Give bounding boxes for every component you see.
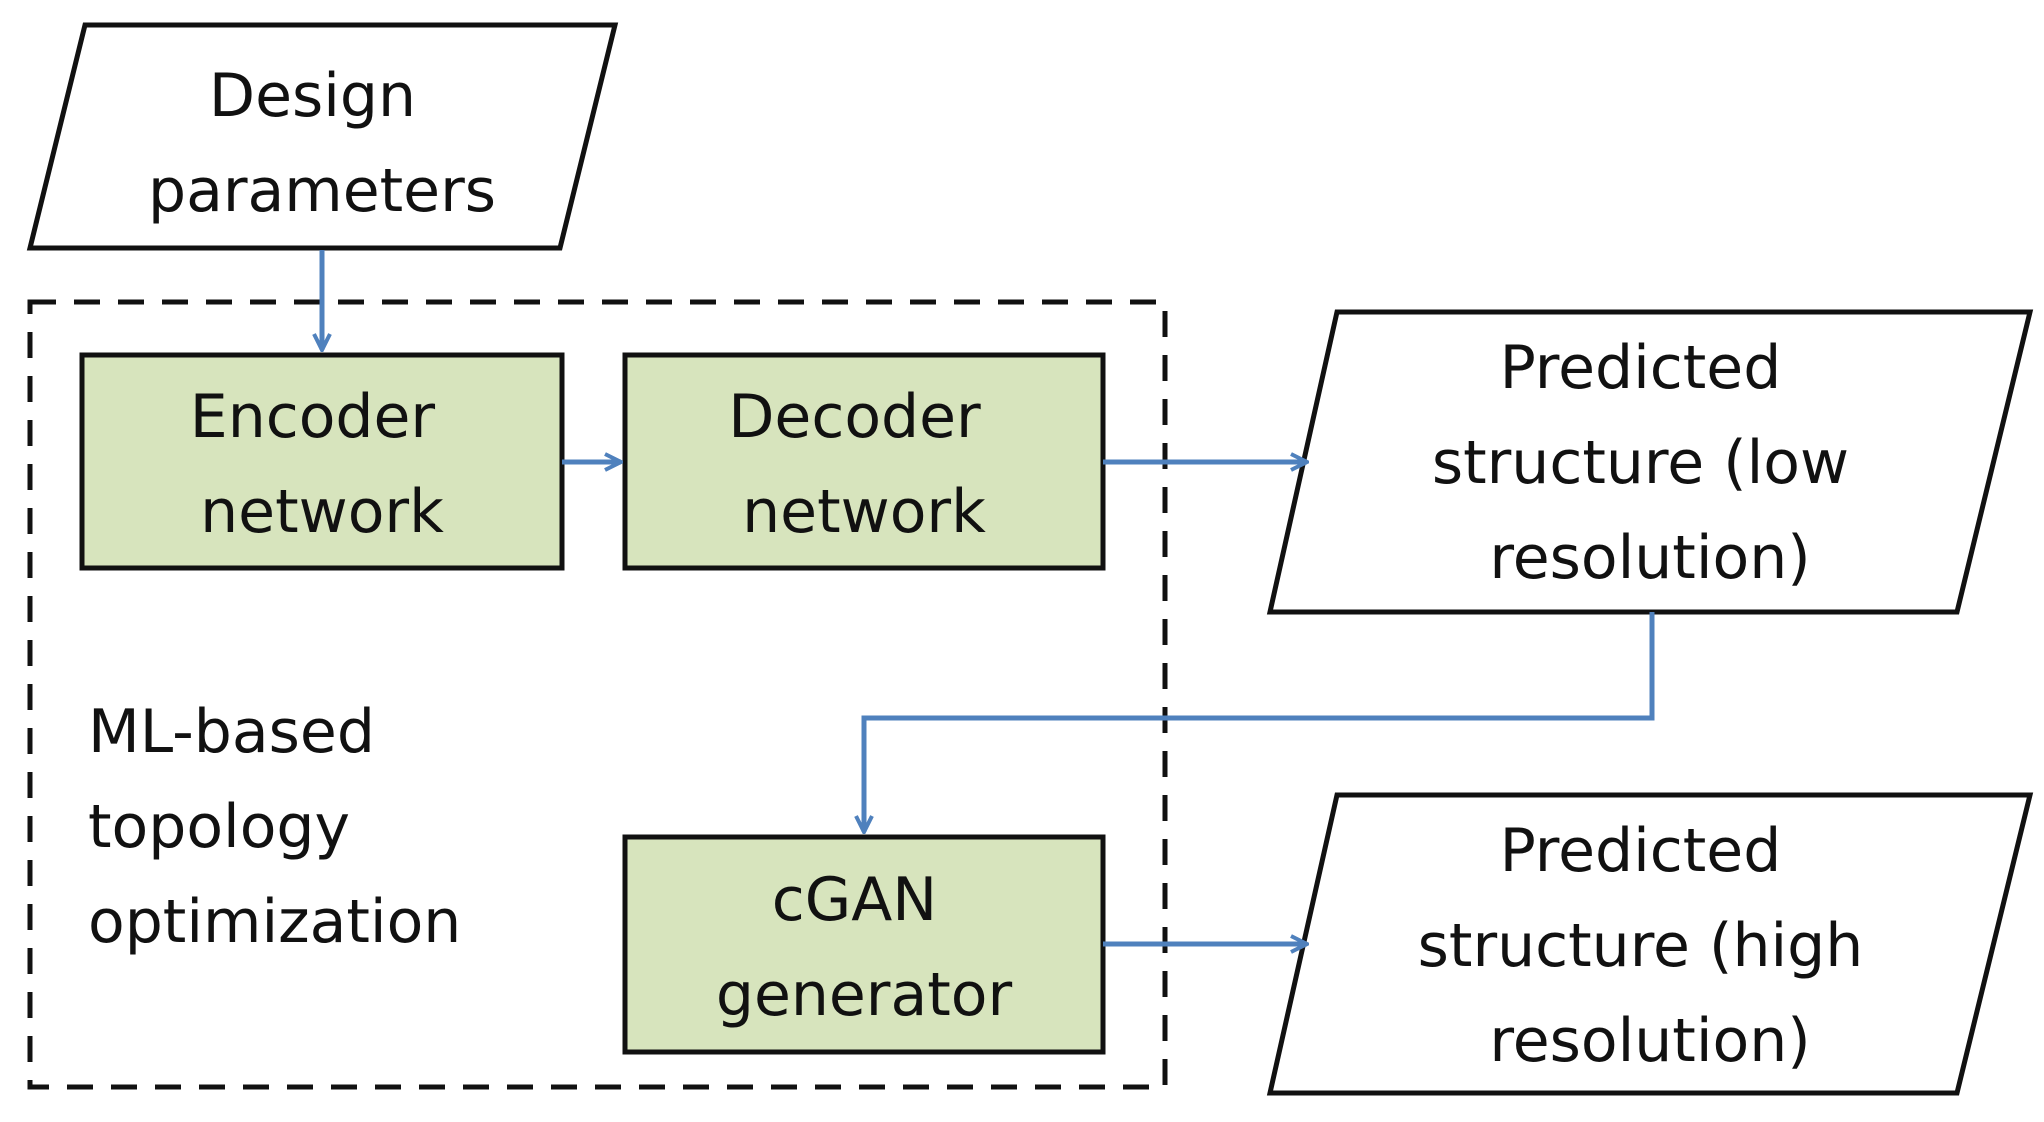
predicted-low-resolution-label: Predicted structure (low resolution) xyxy=(1432,333,1868,593)
encoder-network-label: Encoder network xyxy=(190,382,454,547)
encoder-network-box xyxy=(79,352,565,571)
design-parameters-label: Design parameters xyxy=(148,61,496,226)
decoder-network-label: Decoder network xyxy=(728,382,1000,547)
encoder-network-node: Encoder network xyxy=(79,352,565,571)
predicted-high-resolution-shape xyxy=(1266,792,2034,1096)
predicted-low-resolution-node: Predicted structure (low resolution) xyxy=(1266,309,2034,615)
ml-optimization-group-label: ML-based topology optimization xyxy=(88,697,461,957)
decoder-network-node: Decoder network xyxy=(622,352,1106,571)
ml-optimization-group-boundary xyxy=(27,299,1168,1090)
cgan-generator-node: cGAN generator xyxy=(622,834,1106,1055)
arrow-predicted-low-to-cgan xyxy=(864,612,1655,832)
design-parameters-shape xyxy=(26,22,619,251)
predicted-high-resolution-label: Predicted structure (high resolution) xyxy=(1418,816,1883,1076)
cgan-generator-label: cGAN generator xyxy=(716,865,1013,1030)
predicted-high-resolution-node: Predicted structure (high resolution) xyxy=(1266,792,2034,1096)
design-parameters-node: Design parameters xyxy=(26,22,619,251)
predicted-low-resolution-shape xyxy=(1266,309,2034,615)
cgan-generator-box xyxy=(622,834,1106,1055)
